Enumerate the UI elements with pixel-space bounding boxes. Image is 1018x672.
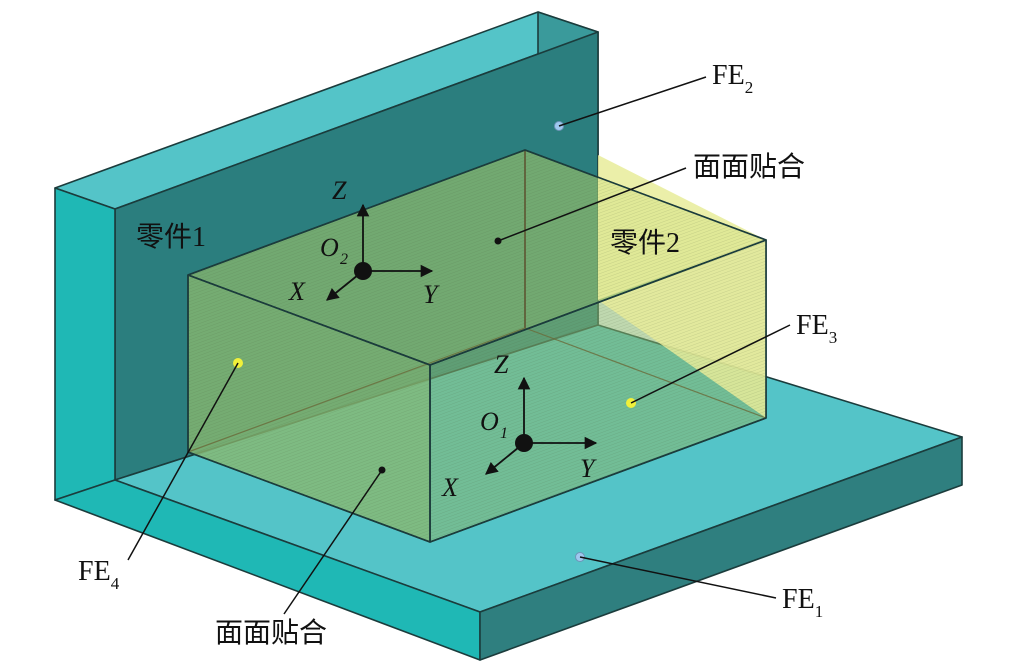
wall-front-face <box>54 187 116 501</box>
o2-y-label: Y <box>423 280 440 309</box>
mate-top-label: 面面贴合 <box>693 151 805 183</box>
o1-y-label: Y <box>580 454 597 483</box>
o1-origin-sub: 1 <box>500 425 508 442</box>
hidden-edge-right <box>524 327 767 419</box>
part2-block <box>187 149 767 543</box>
o1-origin-label: O <box>480 407 499 436</box>
o1-x-label: X <box>441 473 459 502</box>
frame-o1: Z Y X O 1 <box>441 350 598 502</box>
o2-origin-sub: 2 <box>340 251 348 268</box>
origin-o1-point <box>515 434 533 452</box>
o2-origin-label: O <box>320 233 339 262</box>
o2-x-label: X <box>288 277 306 306</box>
fe2-label: FE2 <box>712 60 753 97</box>
hidden-edge-left <box>187 327 526 453</box>
part1-label: 零件1 <box>136 221 206 253</box>
fe3-label: FE3 <box>796 310 837 347</box>
leader-lines <box>127 76 791 615</box>
mate-bottom-label: 面面贴合 <box>215 617 327 649</box>
o2-z-label: Z <box>332 176 347 205</box>
frame-o2: Z Y X O 2 <box>288 176 440 309</box>
o1-z-label: Z <box>494 350 509 379</box>
fe4-label: FE4 <box>78 556 120 593</box>
base-right-face <box>479 436 963 661</box>
fe1-label: FE1 <box>782 584 823 621</box>
origin-o2-point <box>354 262 372 280</box>
part2-label: 零件2 <box>610 227 680 259</box>
